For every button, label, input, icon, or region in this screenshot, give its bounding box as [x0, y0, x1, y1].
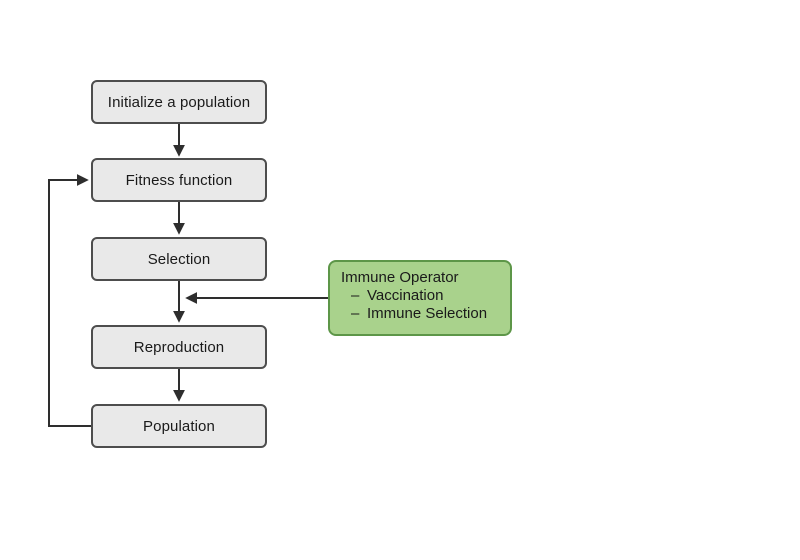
node-selection: Selection — [91, 237, 267, 281]
bullet-dash: – — [351, 305, 360, 322]
node-label: Population — [143, 417, 215, 435]
node-reproduction: Reproduction — [91, 325, 267, 369]
immune-operator-item-immune-selection: – Immune Selection — [341, 305, 502, 323]
arrow-population-feedback-to-fitness — [48, 174, 92, 427]
node-label: Initialize a population — [107, 93, 251, 111]
immune-operator-item-label: Vaccination — [367, 287, 444, 304]
immune-operator-item-vaccination: – Vaccination — [341, 287, 502, 305]
immune-operator-box: Immune Operator – Vaccination – Immune S… — [328, 260, 512, 336]
node-label: Fitness function — [125, 171, 233, 189]
node-fitness-function: Fitness function — [91, 158, 267, 202]
node-label: Reproduction — [133, 338, 225, 356]
node-label: Selection — [147, 250, 211, 268]
node-initialize-population: Initialize a population — [91, 80, 267, 124]
node-population: Population — [91, 404, 267, 448]
bullet-dash: – — [351, 287, 360, 304]
immune-operator-item-label: Immune Selection — [367, 305, 488, 322]
immune-operator-title: Immune Operator — [341, 269, 459, 286]
